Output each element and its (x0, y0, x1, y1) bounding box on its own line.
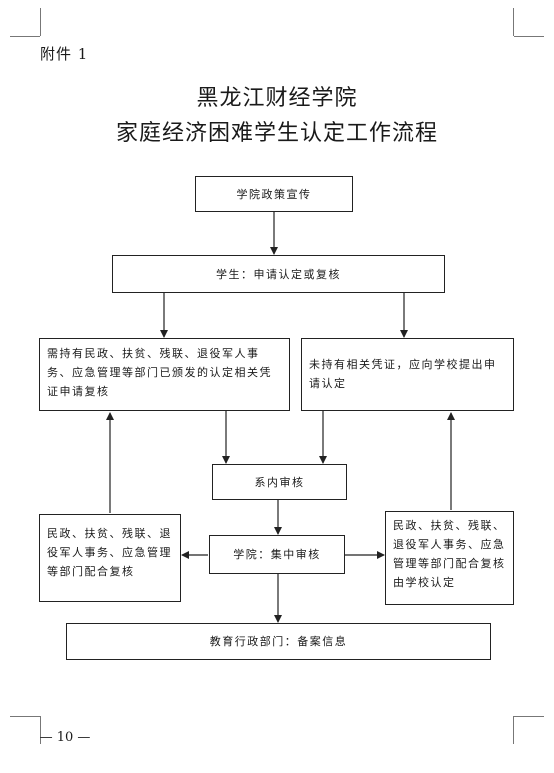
box-student-apply: 学生：申请认定或复核 (112, 255, 445, 293)
page-title-line2: 家庭经济困难学生认定工作流程 (115, 121, 438, 146)
box-right-cooperate-review: 民政、扶贫、残联、退役军人事务、应急管理等部门配合复核由学校认定 (385, 511, 514, 605)
crop-mark-bottom-left-h (10, 716, 40, 717)
page-number: — 10 — (39, 730, 91, 745)
crop-mark-top-right-h (514, 36, 544, 37)
attachment-label: 附件 1 (40, 45, 89, 63)
box-college-review: 学院：集中审核 (209, 535, 345, 574)
page-title-line1: 黑龙江财经学院 (196, 86, 358, 111)
crop-mark-bottom-right-v (513, 716, 514, 744)
box-policy-promotion: 学院政策宣传 (195, 176, 353, 212)
crop-mark-top-right-v (513, 8, 514, 36)
crop-mark-top-left-h (10, 36, 40, 37)
crop-mark-bottom-right-h (514, 716, 544, 717)
box-filing-info: 教育行政部门：备案信息 (66, 623, 491, 660)
box-with-certificate: 需持有民政、扶贫、残联、退役军人事务、应急管理等部门已颁发的认定相关凭证申请复核 (39, 338, 290, 411)
crop-mark-top-left-v (40, 8, 41, 36)
crop-mark-bottom-left-v (40, 716, 41, 744)
box-left-cooperate-review: 民政、扶贫、残联、退役军人事务、应急管理等部门配合复核 (39, 514, 181, 602)
box-department-review: 系内审核 (212, 464, 347, 500)
box-without-certificate: 未持有相关凭证，应向学校提出申请认定 (301, 338, 514, 411)
